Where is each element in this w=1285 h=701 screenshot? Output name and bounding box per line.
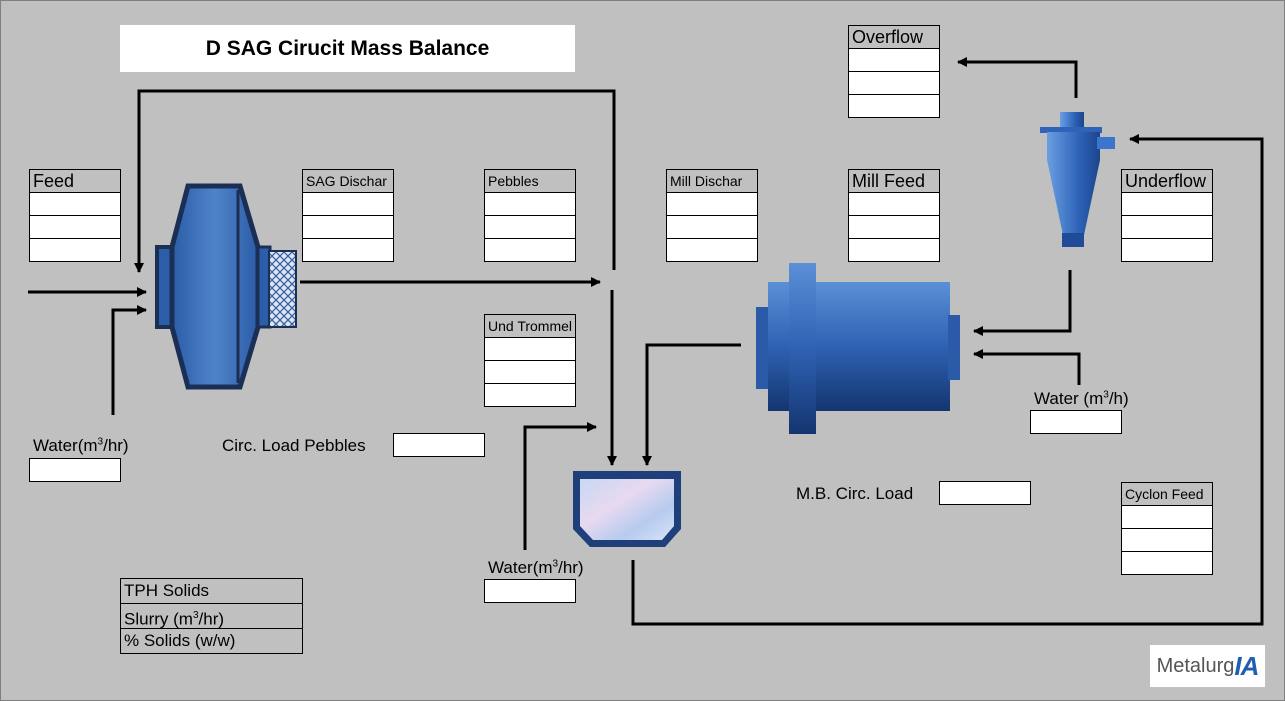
cyclone-feed-line: [631, 134, 1264, 626]
pebbles-header: Pebbles: [485, 170, 575, 193]
mill-dischar-slurry-cell[interactable]: [667, 216, 757, 239]
underflow-table: Underflow: [1121, 169, 1213, 262]
cyclon-feed-table: Cyclon Feed: [1121, 482, 1213, 575]
mill-feed-header: Mill Feed: [849, 170, 939, 193]
feed-tph-cell[interactable]: [30, 193, 120, 216]
und-trommel-solids-cell[interactable]: [485, 384, 575, 406]
underflow-tph-cell[interactable]: [1122, 193, 1212, 216]
sag-dischar-table: SAG Dischar: [302, 169, 394, 262]
mb-circ-load-input[interactable]: [939, 481, 1031, 505]
cyclon-feed-header: Cyclon Feed: [1122, 483, 1212, 506]
feed-slurry-cell[interactable]: [30, 216, 120, 239]
sag-dischar-tph-cell[interactable]: [303, 193, 393, 216]
overflow-table: Overflow: [848, 25, 940, 118]
mill-feed-table: Mill Feed: [848, 169, 940, 262]
underflow-slurry-cell[interactable]: [1122, 216, 1212, 239]
underflow-header: Underflow: [1122, 170, 1212, 193]
underflow-solids-cell[interactable]: [1122, 239, 1212, 261]
sump-icon: [573, 471, 681, 547]
overflow-tph-cell[interactable]: [849, 49, 939, 72]
feed-solids-cell[interactable]: [30, 239, 120, 261]
water-sump-line: [523, 422, 597, 550]
mill-dischar-tph-cell[interactable]: [667, 193, 757, 216]
mill-dischar-solids-cell[interactable]: [667, 239, 757, 261]
water-sag-line: [111, 305, 147, 415]
und-trommel-header: Und Trommel: [485, 315, 575, 338]
sag-mill-icon: [155, 183, 297, 390]
water-mill-label: Water (m3/h): [1034, 389, 1129, 408]
und-trommel-slurry-cell[interactable]: [485, 361, 575, 384]
und-trommel-table: Und Trommel: [484, 314, 576, 407]
legend-solids: % Solids (w/w): [124, 631, 236, 650]
sag-dischar-header: SAG Dischar: [303, 170, 393, 193]
legend-table: TPH Solids Slurry (m3/hr) % Solids (w/w): [120, 578, 303, 654]
pebbles-slurry-cell[interactable]: [485, 216, 575, 239]
overflow-line: [957, 57, 1078, 98]
mill-feed-tph-cell[interactable]: [849, 193, 939, 216]
mill-dischar-header: Mill Dischar: [667, 170, 757, 193]
page-title: D SAG Cirucit Mass Balance: [120, 25, 575, 72]
pebbles-return-line: [134, 89, 616, 273]
mill-dischar-table: Mill Dischar: [666, 169, 758, 262]
cyclon-feed-solids-cell[interactable]: [1122, 552, 1212, 574]
sag-dischar-slurry-cell[interactable]: [303, 216, 393, 239]
ball-mill-icon: [756, 263, 960, 434]
water-mill-input[interactable]: [1030, 410, 1122, 434]
mill-feed-slurry-cell[interactable]: [849, 216, 939, 239]
pebbles-solids-cell[interactable]: [485, 239, 575, 261]
circ-load-pebbles-label: Circ. Load Pebbles: [222, 436, 366, 455]
mill-feed-solids-cell[interactable]: [849, 239, 939, 261]
legend-slurry: Slurry (m3/hr): [121, 604, 302, 629]
cyclon-feed-slurry-cell[interactable]: [1122, 529, 1212, 552]
pebbles-tph-cell[interactable]: [485, 193, 575, 216]
sag-dischar-solids-cell[interactable]: [303, 239, 393, 261]
water-sag-input[interactable]: [29, 458, 121, 482]
water-sump-label: Water(m3/hr): [488, 558, 584, 577]
legend-tph: TPH Solids: [121, 579, 302, 604]
pebbles-table: Pebbles: [484, 169, 576, 262]
overflow-solids-cell[interactable]: [849, 95, 939, 117]
water-sump-input[interactable]: [484, 579, 576, 603]
mill-discharge-line: [642, 343, 741, 466]
hydrocyclone-icon: [1040, 112, 1115, 247]
circ-load-pebbles-input[interactable]: [393, 433, 485, 457]
cyclon-feed-tph-cell[interactable]: [1122, 506, 1212, 529]
feed-header: Feed: [30, 170, 120, 193]
underflow-line: [973, 270, 1072, 336]
overflow-slurry-cell[interactable]: [849, 72, 939, 95]
mb-circ-load-label: M.B. Circ. Load: [796, 484, 914, 503]
water-sag-label: Water(m3/hr): [33, 436, 129, 455]
overflow-header: Overflow: [849, 26, 939, 49]
water-mill-line: [973, 349, 1081, 385]
und-trommel-tph-cell[interactable]: [485, 338, 575, 361]
feed-table: Feed: [29, 169, 121, 262]
